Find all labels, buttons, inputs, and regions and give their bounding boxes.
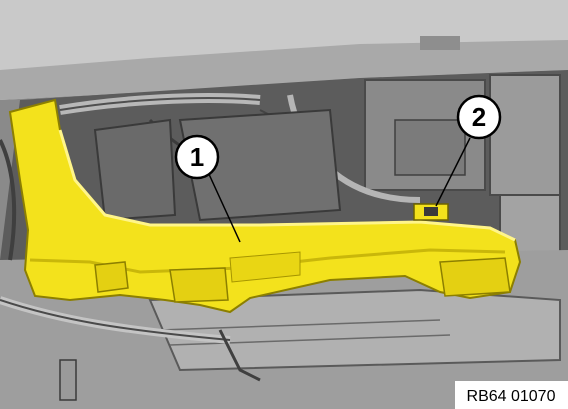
fastener-clip	[413, 203, 449, 221]
callout-2: 2	[456, 94, 502, 140]
reference-code: RB64 01070	[467, 388, 556, 405]
callout-1: 1	[174, 134, 220, 180]
highlighted-air-duct	[8, 98, 522, 314]
callout-2-label: 2	[472, 102, 486, 132]
leader-line-2	[435, 137, 471, 207]
reference-code-box: RB64 01070	[455, 381, 568, 409]
leader-line-1	[207, 171, 241, 243]
callout-1-label: 1	[190, 142, 204, 172]
